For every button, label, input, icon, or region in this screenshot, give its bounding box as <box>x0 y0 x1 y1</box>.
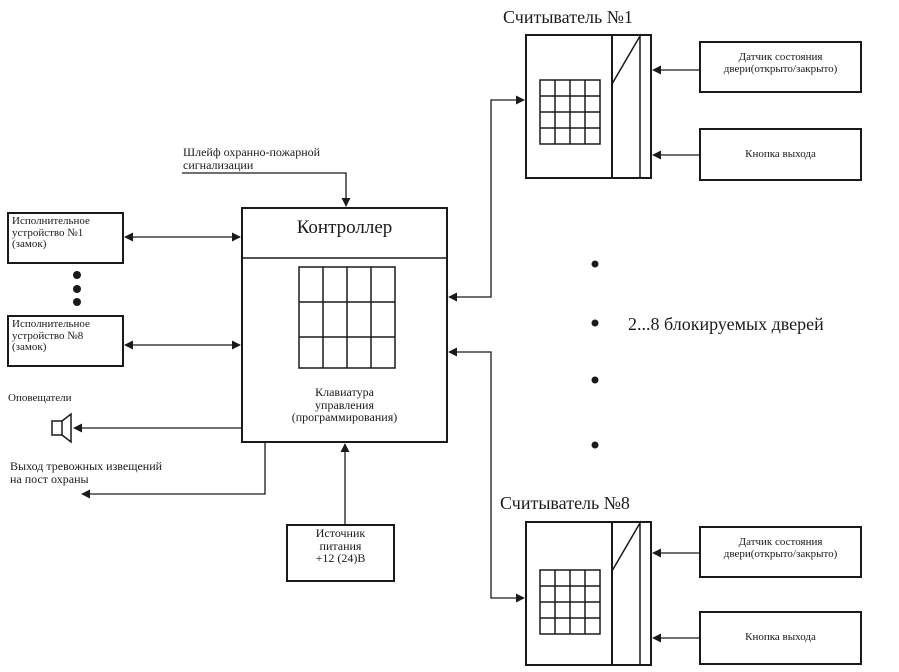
reader-8-door-swing <box>611 520 641 665</box>
controller-title: Контроллер <box>296 217 393 238</box>
speaker-icon <box>51 412 72 444</box>
reader-1-door-sensor-box <box>699 41 862 93</box>
reader-8-title: Считыватель №8 <box>500 493 630 513</box>
reader-8-keypad-grid <box>539 569 601 635</box>
alarm-output-arrow <box>81 442 266 499</box>
reader-1-link <box>448 95 525 302</box>
keypad-label: Клавиатура управления (программирования) <box>291 385 398 425</box>
reader-1-title: Считыватель №1 <box>503 7 633 27</box>
reader-1-keypad-grid <box>539 79 601 145</box>
doors-count-label: 2...8 блокируемых дверей <box>628 314 824 334</box>
actuator-1-box <box>7 212 124 264</box>
reader-1-door-swing <box>611 33 641 178</box>
ellipsis-dots <box>73 260 599 449</box>
sirens-label: Оповещатели <box>8 392 72 404</box>
reader-8-door-sensor-box <box>699 526 862 578</box>
controller-keypad-grid <box>298 266 396 369</box>
reader-1-exit-button-label: Кнопка выхода <box>745 148 816 160</box>
reader-1-box <box>525 34 652 179</box>
controller-box <box>241 207 448 443</box>
reader-8-link <box>448 347 525 603</box>
reader-8-box <box>525 521 652 666</box>
power-supply-box <box>286 524 395 582</box>
actuator-8-box <box>7 315 124 367</box>
reader-8-exit-button-label: Кнопка выхода <box>745 631 816 643</box>
loop-arrow <box>182 172 351 207</box>
